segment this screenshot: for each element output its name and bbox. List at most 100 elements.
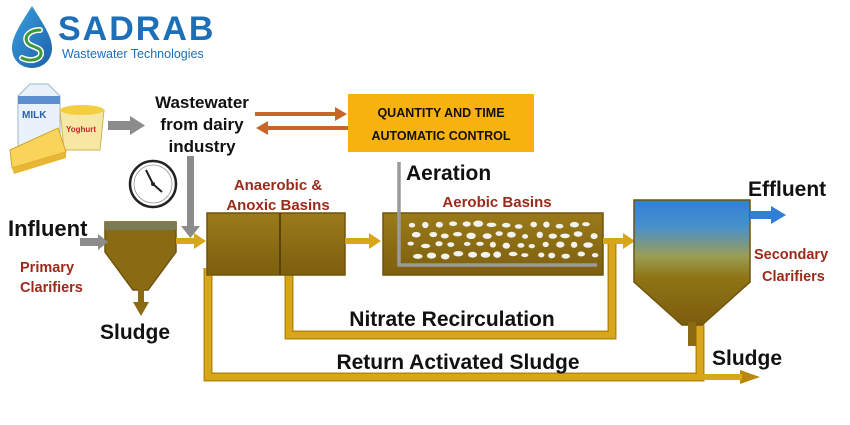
air-bubble — [466, 232, 476, 239]
primary-sludge-pipe — [133, 288, 149, 316]
primary-clarifiers-label-1: Primary — [20, 260, 74, 276]
air-bubble — [570, 241, 578, 248]
air-bubble — [422, 221, 429, 229]
dairy-products-icon: MILK Yoghurt — [9, 83, 105, 174]
air-bubble — [536, 231, 543, 238]
influent-label: Influent — [8, 216, 88, 241]
secondary-clarifiers-label-2: Clarifiers — [762, 269, 825, 285]
air-bubble — [447, 242, 455, 248]
yogurt-label: Yoghurt — [66, 125, 96, 134]
anaerobic-anoxic-label-2: Anoxic Basins — [226, 197, 329, 214]
aeration-air-pipe — [397, 162, 597, 267]
air-bubble — [561, 253, 570, 259]
air-bubble — [429, 231, 438, 238]
air-bubble — [556, 241, 565, 248]
air-bubble — [473, 220, 484, 227]
air-bubble — [530, 221, 537, 228]
wastewater-feed-pipe — [181, 156, 200, 238]
air-bubble — [521, 253, 529, 258]
air-bubble — [453, 232, 463, 237]
air-bubble — [426, 252, 437, 259]
secondary-clarifier-tank — [633, 199, 751, 326]
wastewater-line-3: industry — [168, 137, 236, 156]
air-bubble — [480, 251, 491, 258]
air-bubble — [449, 221, 458, 226]
air-bubble — [548, 252, 556, 259]
return-activated-sludge-label: Return Activated Sludge — [336, 351, 579, 374]
anaerobic-anoxic-basins — [206, 212, 346, 276]
primary-to-basins-arrow — [176, 233, 206, 249]
air-bubble — [502, 242, 510, 249]
air-bubble — [486, 222, 497, 227]
air-bubble — [408, 222, 416, 228]
primary-clarifier-tank — [104, 221, 177, 291]
air-bubble — [583, 242, 593, 248]
air-bubble — [542, 241, 549, 248]
sadrab-logo: SADRAB Wastewater Technologies — [12, 6, 215, 68]
air-bubble — [493, 251, 502, 258]
air-bubble — [582, 222, 590, 227]
secondary-clarifiers-label-1: Secondary — [754, 247, 828, 263]
control-box-line-1: QUANTITY AND TIME — [377, 106, 504, 120]
air-bubble — [407, 241, 414, 246]
control-signal-arrows — [255, 107, 348, 135]
logo-brand: SADRAB — [58, 10, 215, 48]
air-bubble — [435, 221, 443, 228]
air-bubble — [489, 241, 496, 248]
air-bubble — [522, 234, 529, 239]
aerobic-basins-label: Aerobic Basins — [442, 194, 551, 211]
air-bubble — [538, 252, 545, 258]
air-bubble — [495, 231, 503, 237]
water-drop-logo-icon — [12, 6, 52, 68]
dairy-to-wastewater-arrow — [108, 116, 145, 135]
air-bubble — [569, 221, 579, 228]
air-bubble — [590, 233, 598, 240]
air-bubble — [517, 243, 525, 248]
air-bubble — [468, 251, 478, 258]
primary-sludge-label: Sludge — [100, 321, 170, 344]
air-bubble — [573, 231, 583, 237]
wastewater-line-2: from dairy — [160, 115, 244, 134]
air-bubble — [528, 244, 535, 249]
air-bubble — [463, 241, 471, 246]
air-bubble — [411, 231, 421, 238]
air-bubble — [508, 251, 518, 257]
wastewater-source-label: Wastewater from dairy industry — [155, 93, 249, 156]
air-bubble — [507, 231, 516, 238]
nitrate-recirculation-label: Nitrate Recirculation — [349, 308, 554, 331]
aeration-bubbles — [407, 220, 599, 260]
return-activated-sludge-line — [203, 268, 760, 384]
air-bubble — [501, 222, 511, 228]
air-bubble — [577, 251, 585, 257]
influent-arrow — [80, 234, 108, 250]
effluent-arrow — [750, 206, 786, 224]
anoxic-to-aerobic-arrow — [345, 233, 381, 249]
air-bubble — [482, 233, 492, 239]
air-bubble — [420, 243, 431, 249]
automatic-control-box: QUANTITY AND TIME AUTOMATIC CONTROL — [348, 94, 534, 152]
logo-tagline: Wastewater Technologies — [62, 47, 204, 61]
air-bubble — [591, 253, 599, 258]
secondary-sludge-pipe — [688, 322, 696, 346]
air-bubble — [453, 251, 464, 257]
anaerobic-anoxic-label-1: Anaerobic & — [234, 177, 323, 194]
air-bubble — [555, 223, 564, 229]
aeration-label: Aeration — [406, 162, 491, 185]
control-box-line-2: AUTOMATIC CONTROL — [371, 129, 510, 143]
primary-clarifiers-label-2: Clarifiers — [20, 280, 83, 296]
clock-icon — [128, 159, 178, 209]
air-bubble — [476, 241, 484, 246]
aerobic-to-secondary-arrow — [603, 233, 635, 249]
air-bubble — [435, 241, 443, 247]
air-bubble — [462, 221, 471, 227]
air-bubble — [440, 233, 449, 239]
milk-carton-label: MILK — [22, 110, 47, 121]
air-bubble — [413, 253, 423, 259]
air-bubble — [440, 253, 450, 260]
effluent-label: Effluent — [748, 178, 826, 201]
secondary-sludge-label: Sludge — [712, 347, 782, 370]
air-bubble — [543, 221, 550, 228]
air-bubble — [514, 224, 523, 229]
nitrate-recirculation-line — [284, 244, 617, 340]
